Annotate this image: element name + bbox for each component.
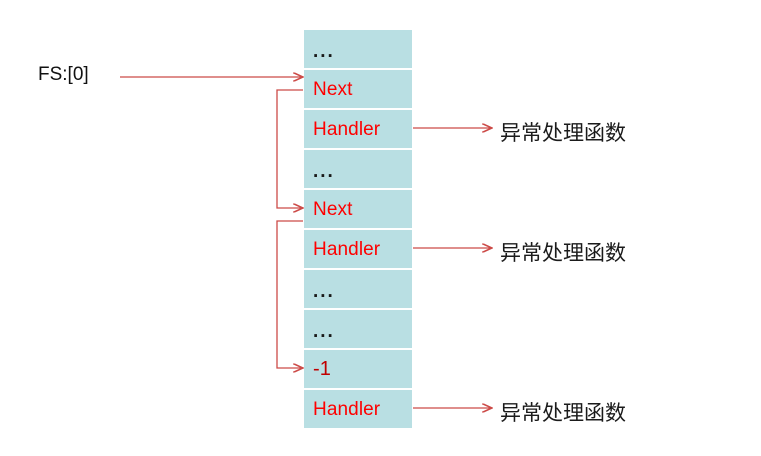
seh-cell-9-label: Handler bbox=[313, 398, 381, 420]
seh-cell-6: ... bbox=[304, 270, 412, 308]
seh-cell-2-label: Handler bbox=[313, 118, 381, 140]
seh-cell-3: ... bbox=[304, 150, 412, 188]
seh-cell-2-handler: Handler bbox=[304, 110, 412, 148]
seh-cell-3-label: ... bbox=[313, 160, 335, 182]
handler-target-label-2: 异常处理函数 bbox=[500, 241, 626, 265]
seh-cell-1-next: Next bbox=[304, 70, 412, 108]
handler-target-label-1: 异常处理函数 bbox=[500, 121, 626, 145]
seh-cell-4-label: Next bbox=[313, 198, 353, 220]
seh-cell-5-handler: Handler bbox=[304, 230, 412, 268]
seh-cell-4-next: Next bbox=[304, 190, 412, 228]
seh-cell-8-terminator: -1 bbox=[304, 350, 412, 388]
seh-cell-9-handler: Handler bbox=[304, 390, 412, 428]
arrow-next2-to-terminator bbox=[276, 220, 303, 368]
fs-zero-label: FS:[0] bbox=[38, 64, 89, 85]
seh-cell-0-label: ... bbox=[313, 40, 335, 62]
seh-cell-5-label: Handler bbox=[313, 238, 381, 260]
handler-target-label-3: 异常处理函数 bbox=[500, 401, 626, 425]
seh-cell-0: ... bbox=[304, 30, 412, 68]
seh-cell-8-label: -1 bbox=[313, 358, 331, 380]
seh-cell-7-label: ... bbox=[313, 320, 335, 342]
arrow-next1-to-next2 bbox=[276, 89, 303, 208]
seh-cell-1-label: Next bbox=[313, 78, 353, 100]
seh-cell-6-label: ... bbox=[313, 280, 335, 302]
seh-cell-7: ... bbox=[304, 310, 412, 348]
